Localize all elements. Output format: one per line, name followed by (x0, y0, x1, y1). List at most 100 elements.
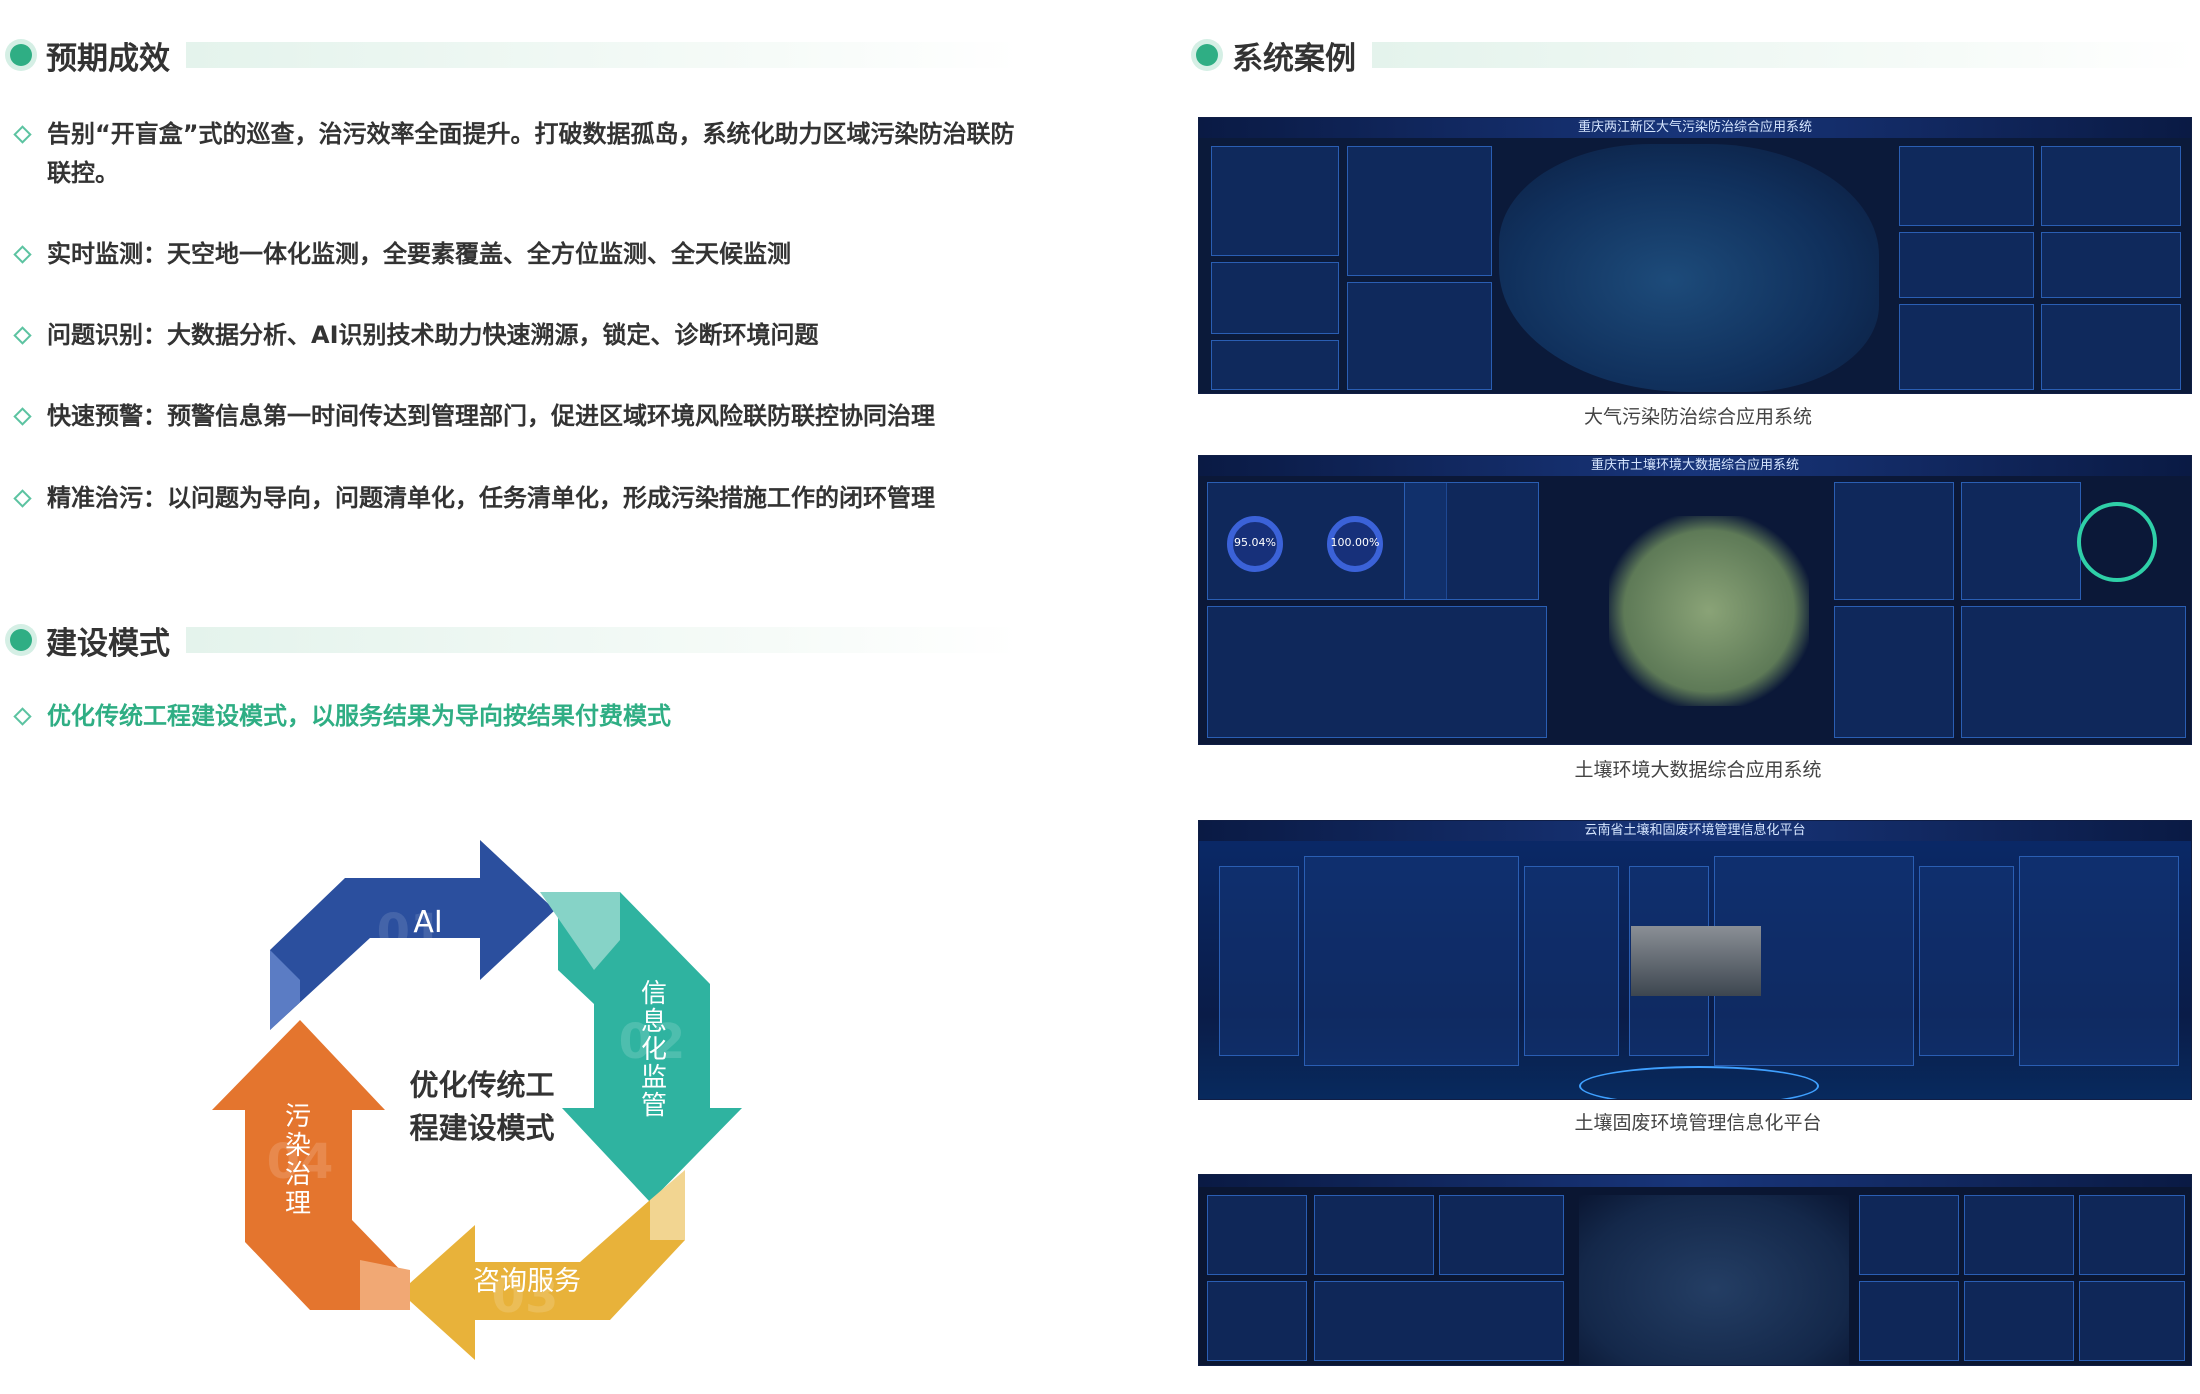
gauge-value: 100.00% (1330, 536, 1380, 549)
section-dot-icon (1196, 44, 1218, 66)
info-step-number: 02 (619, 1014, 686, 1070)
gauge-ring (1327, 516, 1383, 572)
dashboard-panel (1919, 866, 2014, 1056)
pollution-arrow-fold (360, 1260, 410, 1310)
bullet-text: 优化传统工程建设模式，以服务结果为导向按结果付费模式 (47, 702, 671, 730)
case-caption: 土壤固废环境管理信息化平台 (1574, 1112, 1822, 1134)
case-caption: 大气污染防治综合应用系统 (1583, 406, 1812, 428)
bullet-text: 快速预警：预警信息第一时间传达到管理部门，促进区域环境风险联防联控协同治理 (47, 402, 935, 430)
cycle-diagram: 01 02 03 04 AI 信 息 化 监 管 咨询服务 污 染 治 理 优化… (212, 840, 742, 1360)
bullet-item: 告别“开盲盒”式的巡查，治污效率全面提升。打破数据孤岛，系统化助力区域污染防治联… (13, 115, 1034, 193)
svg-text:理: 理 (285, 1189, 311, 1219)
section-title: 预期成效 (46, 40, 170, 77)
dashboard-panel (1961, 482, 2081, 600)
section-dot-icon (10, 44, 32, 66)
ai-step-number: 01 (377, 904, 444, 960)
svg-text:污: 污 (285, 1102, 311, 1132)
dashboard-panel (1899, 232, 2034, 298)
screen-title (1199, 1175, 2191, 1187)
dashboard-panel (1347, 282, 1492, 390)
bullet-text: 告别“开盲盒”式的巡查，治污效率全面提升。打破数据孤岛，系统化助力区域污染防治联… (47, 120, 1015, 148)
info-label: 信 息 化 监 管 (641, 979, 667, 1121)
diamond-bullet-icon (13, 707, 32, 726)
section-header-expected: 预期成效 (10, 33, 1020, 77)
bullet-item: 快速预警：预警信息第一时间传达到管理部门，促进区域环境风险联防联控协同治理 (13, 397, 935, 436)
section-underline-bar (186, 42, 1020, 68)
dashboard-panel (1314, 1195, 1434, 1275)
svg-text:管: 管 (641, 1091, 667, 1121)
dashboard-panel (2041, 304, 2181, 390)
consult-label: 咨询服务 (473, 1266, 581, 1297)
bullet-item: 实时监测：天空地一体化监测，全要素覆盖、全方位监测、全天候监测 (13, 235, 791, 274)
gauge-value: 95.04% (1234, 536, 1276, 549)
info-arrow-fold (540, 892, 620, 970)
ai-arrow-shape (270, 840, 555, 1030)
pollution-arrow-shape (212, 1020, 410, 1310)
bullet-item: 优化传统工程建设模式，以服务结果为导向按结果付费模式 (13, 697, 671, 736)
case-screenshot-soil: 重庆市土壤环境大数据综合应用系统 95.04% 100.00% (1198, 455, 2192, 745)
case-screenshot-yunnan: 云南省土壤和固废环境管理信息化平台 (1198, 820, 2192, 1100)
screen-title: 重庆市土壤环境大数据综合应用系统 (1199, 456, 2191, 476)
dashboard-panel (2041, 146, 2181, 226)
dashboard-panel (2079, 1281, 2185, 1361)
map-graphic (1579, 1195, 1849, 1365)
dashboard-panel (2019, 856, 2179, 1066)
section-dot-icon (10, 629, 32, 651)
dashboard-panel (1314, 1281, 1564, 1361)
ai-label: AI (413, 905, 442, 940)
section-header-mode: 建设模式 (10, 618, 1020, 662)
gauge-ring (2077, 502, 2157, 582)
section-title: 建设模式 (46, 625, 170, 662)
pollution-step-number: 04 (267, 1134, 334, 1190)
dashboard-panel (1834, 606, 1954, 738)
bullet-text: 问题识别：大数据分析、AI识别技术助力快速溯源，锁定、诊断环境问题 (47, 321, 819, 349)
dashboard-panel (1219, 866, 1299, 1056)
dashboard-panel (1834, 482, 1954, 600)
dashboard-panel (1211, 262, 1339, 334)
screen-title: 重庆两江新区大气污染防治综合应用系统 (1199, 118, 2191, 138)
gauge-ring (1227, 516, 1283, 572)
dashboard-panel (1964, 1281, 2074, 1361)
dashboard-panel (1964, 1195, 2074, 1275)
dashboard-panel (1899, 146, 2034, 226)
svg-text:染: 染 (285, 1131, 311, 1161)
center-label-line2: 程建设模式 (409, 1111, 554, 1145)
dashboard-panel (1211, 340, 1339, 390)
section-title: 系统案例 (1232, 40, 1356, 77)
case-screenshot-monitoring (1198, 1174, 2192, 1366)
province-map-graphic (1609, 516, 1809, 706)
video-feed-graphic (1631, 926, 1761, 996)
pollution-label: 污 染 治 理 (285, 1102, 311, 1219)
consult-arrow-fold (650, 1170, 685, 1240)
diamond-bullet-icon (13, 407, 32, 426)
svg-text:化: 化 (641, 1035, 667, 1065)
dashboard-panel (1207, 606, 1547, 738)
dashboard-panel (1211, 146, 1339, 256)
dashboard-panel (1524, 866, 1619, 1056)
bullet-text-continued: 联控。 (47, 159, 119, 187)
bullet-item: 精准治污：以问题为导向，问题清单化，任务清单化，形成污染措施工作的闭环管理 (13, 479, 935, 518)
dashboard-panel (1859, 1281, 1959, 1361)
bullet-text: 实时监测：天空地一体化监测，全要素覆盖、全方位监测、全天候监测 (47, 240, 791, 268)
consult-step-number: 03 (492, 1268, 559, 1324)
section-underline-bar (186, 627, 1020, 653)
dashboard-panel (1347, 146, 1492, 276)
city-map-graphic (1499, 144, 1879, 392)
diamond-bullet-icon (13, 489, 32, 508)
info-arrow-shape (558, 892, 742, 1202)
dashboard-panel (2079, 1195, 2185, 1275)
section-header-cases: 系统案例 (1196, 33, 2196, 77)
svg-text:息: 息 (641, 1007, 667, 1037)
dashboard-panel (1961, 606, 2186, 738)
center-label-line1: 优化传统工 (409, 1068, 554, 1102)
dashboard-panel (1859, 1195, 1959, 1275)
svg-text:监: 监 (641, 1063, 667, 1093)
diamond-bullet-icon (13, 326, 32, 345)
diamond-bullet-icon (13, 125, 32, 144)
dashboard-panel (1207, 1195, 1307, 1275)
case-caption: 土壤环境大数据综合应用系统 (1574, 759, 1822, 781)
dashboard-panel (1304, 856, 1519, 1066)
ai-arrow-fold (270, 950, 300, 1030)
svg-text:信: 信 (641, 979, 667, 1009)
section-underline-bar (1372, 42, 2196, 68)
